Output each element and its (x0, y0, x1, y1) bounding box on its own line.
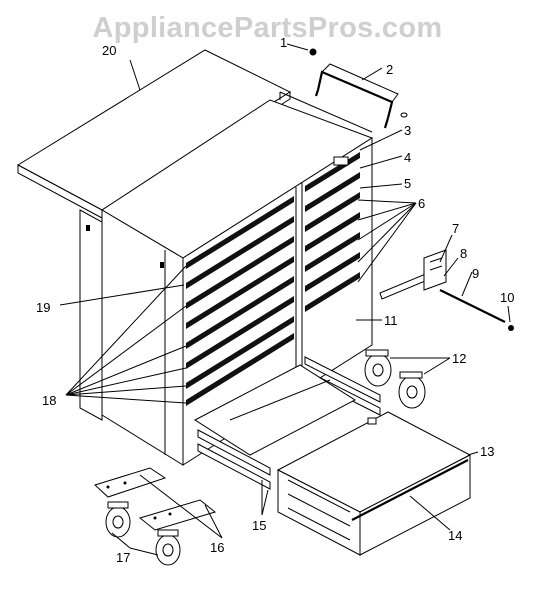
caster-wheel-right-a (364, 349, 392, 387)
cabinet-front (182, 137, 373, 466)
callout-20: 20 (102, 43, 116, 58)
lock-plate (333, 156, 349, 166)
drawer-slide-part (379, 249, 447, 300)
large-drawer (276, 411, 472, 556)
callout-2: 2 (386, 62, 393, 77)
caster-wheel-left-a (105, 501, 131, 538)
screw-icon (309, 48, 317, 56)
caster-wheel-right-b (398, 371, 426, 409)
rod-pin-icon (508, 325, 514, 331)
drawer-slides-left (197, 429, 271, 490)
callout-1: 1 (280, 35, 287, 50)
callout-5: 5 (404, 176, 411, 191)
caster-wheel-left-b (155, 529, 181, 566)
bottom-panel (194, 364, 356, 456)
callout-16: 16 (210, 540, 224, 555)
callout-4: 4 (404, 150, 411, 165)
lock-rod (439, 289, 506, 323)
right-drawer-bars (305, 152, 360, 312)
callout-18: 18 (42, 393, 56, 408)
callout-14: 14 (448, 528, 462, 543)
callout-7: 7 (452, 221, 459, 236)
callout-19: 19 (36, 300, 50, 315)
callout-15: 15 (252, 518, 266, 533)
left-drawer-bars (186, 196, 294, 406)
nut-icon (400, 112, 408, 118)
callout-8: 8 (460, 246, 467, 261)
callout-11: 11 (384, 313, 398, 328)
callout-labels: 1 2 3 4 5 6 7 8 9 10 11 12 13 14 15 16 1… (36, 35, 514, 565)
watermark: AppliancePartsPros.com (92, 12, 443, 44)
callout-13: 13 (480, 444, 494, 459)
callout-17: 17 (116, 550, 130, 565)
callout-10: 10 (500, 290, 514, 305)
leader-lines (59, 43, 511, 556)
callout-9: 9 (472, 266, 479, 281)
callout-12: 12 (452, 351, 466, 366)
callout-3: 3 (404, 123, 411, 138)
callout-6: 6 (418, 196, 425, 211)
